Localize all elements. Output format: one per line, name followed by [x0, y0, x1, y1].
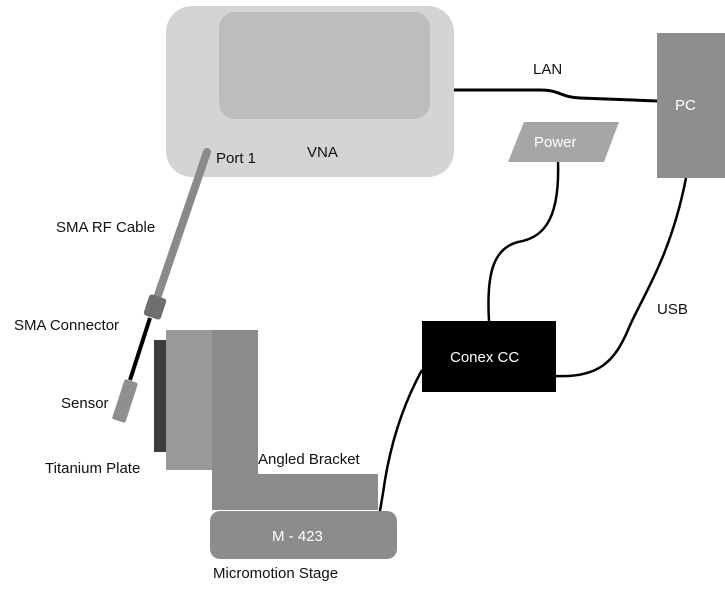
stage-cable	[376, 369, 424, 521]
sma-rf-cable: SMA RF Cable	[56, 148, 211, 305]
usb-label: USB	[657, 301, 688, 318]
lan-label: LAN	[533, 61, 562, 78]
lan-cable	[454, 88, 658, 103]
plate-dark-face	[154, 340, 168, 452]
power-box	[508, 122, 619, 162]
bracket-label: Angled Bracket	[258, 451, 361, 468]
vna-node: VNA Port 1	[166, 6, 454, 177]
angled-bracket: Angled Bracket	[212, 330, 378, 510]
conex-box	[422, 321, 556, 392]
conex-node: Conex CC	[422, 321, 556, 392]
sensor-label: Sensor	[61, 395, 109, 412]
conex-label: Conex CC	[450, 349, 519, 366]
pc-box	[657, 33, 725, 178]
sensor-body	[112, 379, 138, 423]
power-node: Power	[508, 122, 619, 162]
stage-label: M - 423	[272, 528, 323, 545]
sma-connector-pin	[128, 317, 152, 381]
sma-cable-label: SMA RF Cable	[56, 219, 155, 236]
plate-label: Titanium Plate	[45, 460, 140, 477]
bracket-horizontal	[212, 474, 378, 510]
pc-node: PC	[657, 33, 725, 178]
stage-body	[210, 511, 397, 559]
titanium-plate: Titanium Plate	[45, 330, 212, 477]
power-cable	[487, 161, 560, 322]
vna-label: VNA	[307, 144, 338, 161]
sensor: Sensor	[61, 379, 138, 423]
sma-connector: SMA Connector	[14, 294, 167, 381]
sma-connector-label: SMA Connector	[14, 317, 119, 334]
stage-caption: Micromotion Stage	[213, 565, 338, 582]
sma-cable-body	[152, 148, 211, 305]
power-label: Power	[534, 134, 577, 151]
port-1-label: Port 1	[216, 150, 256, 167]
pc-label: PC	[675, 97, 696, 114]
plate-body	[166, 330, 212, 470]
vna-screen	[219, 12, 430, 119]
sma-connector-body	[143, 294, 167, 320]
micromotion-stage: M - 423 Micromotion Stage	[210, 511, 397, 582]
usb-cable	[555, 177, 688, 378]
